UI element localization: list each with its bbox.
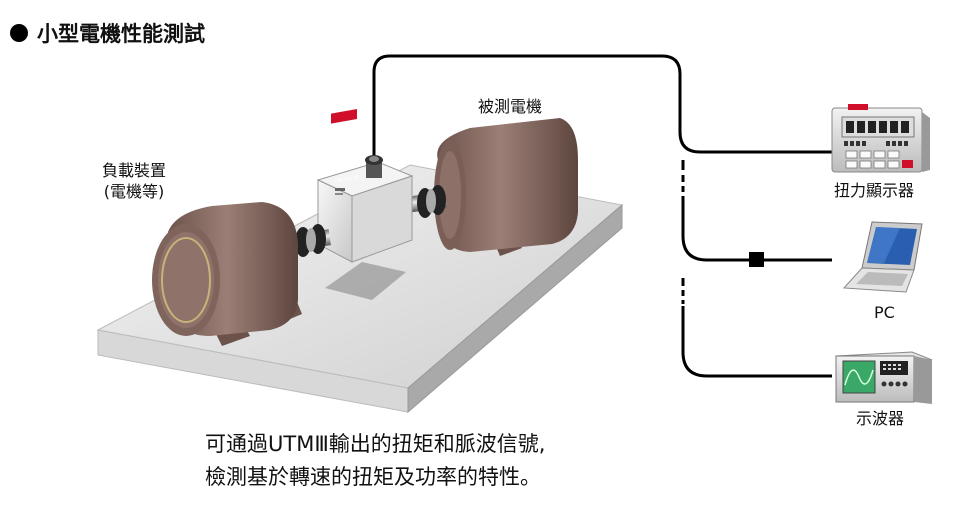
torque-display-device: [831, 104, 930, 173]
laptop-pc-icon: [842, 221, 923, 293]
cable-to-pc: [681, 196, 832, 262]
coupling-left: [291, 224, 331, 257]
label-motor-under-test: 被測電機: [478, 97, 543, 116]
torque-sensor: UNIPULSE: [316, 109, 414, 263]
motor-under-test: [434, 118, 578, 256]
label-oscilloscope: 示波器: [856, 409, 905, 428]
page-title: 小型電機性能測試: [10, 18, 205, 48]
display-digits: [846, 121, 909, 133]
sensor-shadow: [325, 262, 406, 300]
signal-cables: [372, 54, 832, 378]
label-pc: PC: [874, 303, 895, 322]
oscilloscope-device: [835, 351, 933, 404]
sensor-brand-label: UNIPULSE: [335, 174, 361, 184]
cable-to-oscilloscope: [681, 306, 832, 378]
caption: 可通過UTMⅢ輸出的扭矩和脈波信號, 檢測基於轉速的扭矩及功率的特性。: [205, 428, 545, 494]
label-load-device: 負載裝置 (電機等): [102, 160, 166, 202]
cable-connector-block: [749, 252, 764, 267]
label-load-device-line1: 負載裝置: [102, 161, 167, 180]
label-load-device-line2: (電機等): [103, 182, 165, 201]
page-title-text: 小型電機性能測試: [37, 22, 205, 46]
caption-line-1: 可通過UTMⅢ輸出的扭矩和脈波信號,: [205, 432, 546, 456]
caption-line-2: 檢測基於轉速的扭矩及功率的特性。: [205, 465, 541, 489]
cable-to-torque-display: [372, 54, 832, 172]
label-torque-display: 扭力顯示器: [834, 181, 915, 200]
bullet-dot-icon: [10, 24, 28, 42]
load-device-motor: [152, 202, 302, 346]
